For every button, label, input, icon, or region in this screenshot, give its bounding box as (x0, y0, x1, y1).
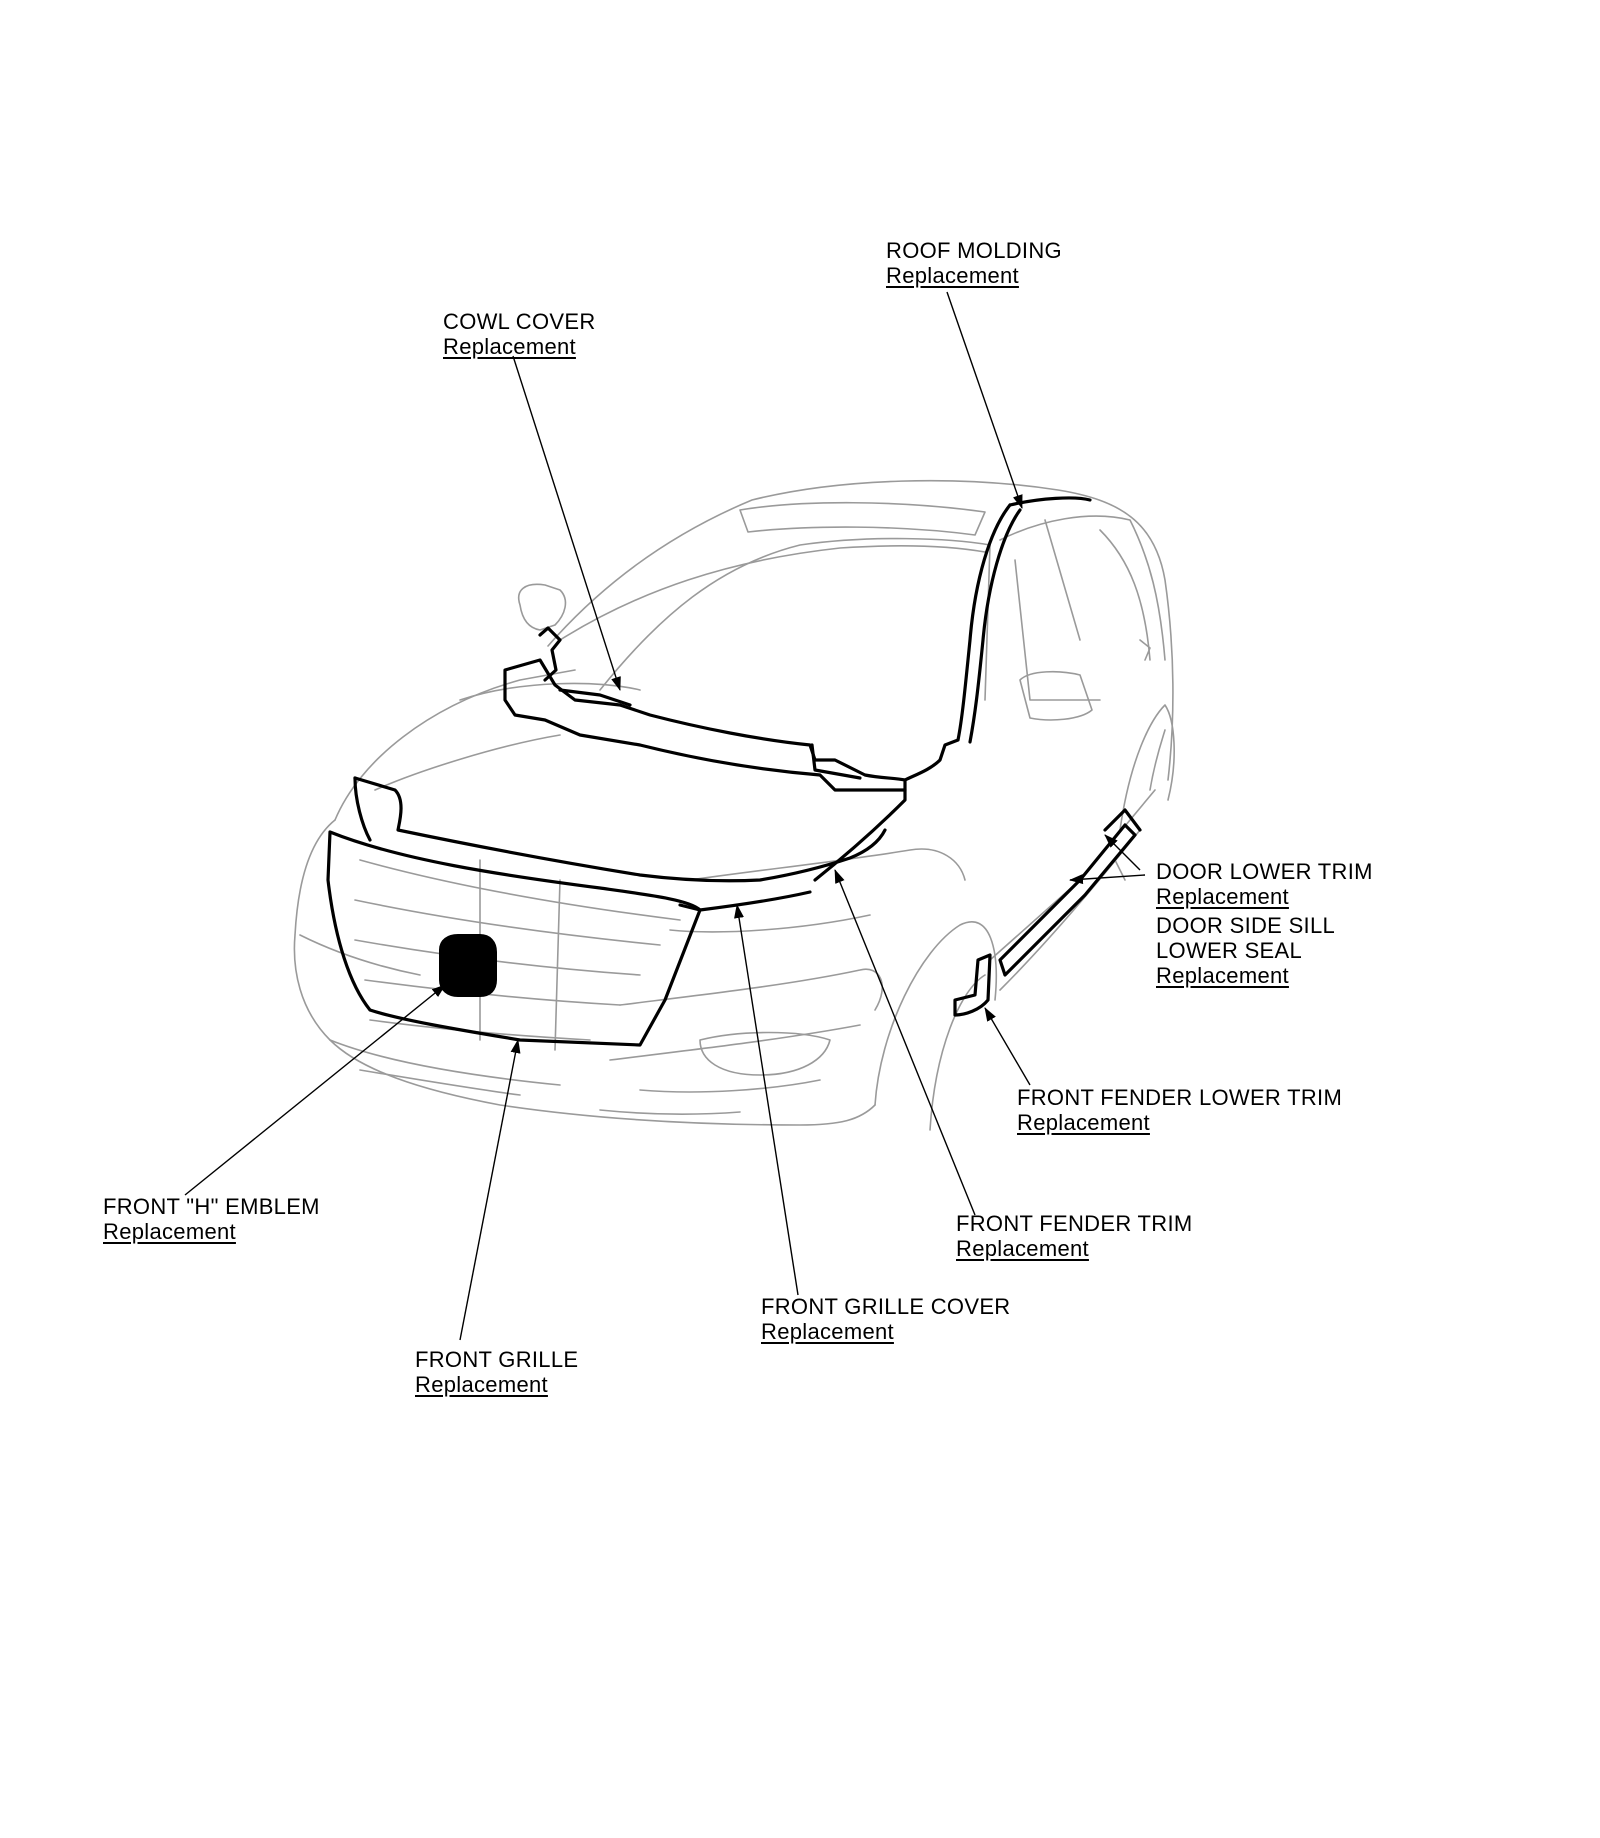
front-fender-lower-trim-replacement-link[interactable]: Replacement (1017, 1110, 1150, 1135)
front-h-emblem-title: FRONT "H" EMBLEM (103, 1194, 320, 1219)
front-grille-part (326, 830, 702, 1047)
callout-cowl-cover: COWL COVER Replacement (443, 309, 596, 359)
door-side-sill-title-line2: LOWER SEAL (1156, 938, 1303, 963)
callout-front-fender-lower-trim: FRONT FENDER LOWER TRIM Replacement (1017, 1085, 1342, 1135)
front-grille-cover-part (353, 776, 887, 883)
door-lower-trim-part (998, 823, 1137, 977)
front-fender-lower-trim-part (953, 953, 992, 1017)
callout-door-lower-trim: DOOR LOWER TRIM Replacement (1156, 859, 1373, 909)
front-h-emblem-part (439, 934, 497, 997)
cowl-cover-part (503, 658, 907, 792)
door-lower-trim-title: DOOR LOWER TRIM (1156, 859, 1373, 884)
callout-roof-molding: ROOF MOLDING Replacement (886, 238, 1062, 288)
front-grille-cover-replacement-link[interactable]: Replacement (761, 1319, 894, 1344)
front-grille-cover-title: FRONT GRILLE COVER (761, 1294, 1011, 1319)
callout-front-h-emblem: FRONT "H" EMBLEM Replacement (103, 1194, 320, 1244)
callout-front-fender-trim: FRONT FENDER TRIM Replacement (956, 1211, 1193, 1261)
car-body-outline (293, 479, 1175, 1131)
roof-molding-replacement-link[interactable]: Replacement (886, 263, 1019, 288)
roof-molding-title: ROOF MOLDING (886, 238, 1062, 263)
leader-lines (184, 291, 1146, 1341)
front-grille-replacement-link[interactable]: Replacement (415, 1372, 548, 1397)
callout-door-side-sill-lower-seal: DOOR SIDE SILL LOWER SEAL Replacement (1156, 913, 1335, 988)
roof-molding-part (903, 503, 1012, 782)
highlighted-parts (326, 496, 1142, 1047)
front-fender-trim-replacement-link[interactable]: Replacement (956, 1236, 1089, 1261)
front-fender-lower-trim-title: FRONT FENDER LOWER TRIM (1017, 1085, 1343, 1110)
front-fender-trim-title: FRONT FENDER TRIM (956, 1211, 1193, 1236)
door-side-sill-title-line1: DOOR SIDE SILL (1156, 913, 1336, 938)
door-side-sill-replacement-link[interactable]: Replacement (1156, 963, 1289, 988)
callout-front-grille: FRONT GRILLE Replacement (415, 1347, 578, 1397)
front-fender-trim-part (813, 788, 907, 882)
front-grille-title: FRONT GRILLE (415, 1347, 579, 1372)
front-h-emblem-replacement-link[interactable]: Replacement (103, 1219, 236, 1244)
cowl-cover-replacement-link[interactable]: Replacement (443, 334, 576, 359)
callout-front-grille-cover: FRONT GRILLE COVER Replacement (761, 1294, 1010, 1344)
cowl-cover-title: COWL COVER (443, 309, 596, 334)
door-lower-trim-replacement-link[interactable]: Replacement (1156, 884, 1289, 909)
